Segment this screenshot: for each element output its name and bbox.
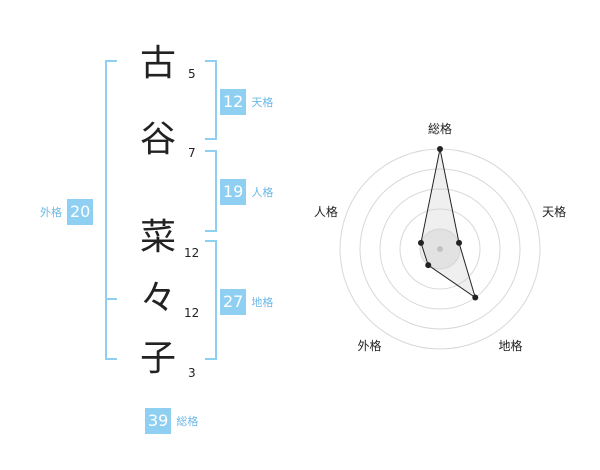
chikaku-value: 27: [220, 289, 247, 315]
gaikaku-label: 外格: [40, 206, 62, 219]
name-char-5: 子: [139, 338, 176, 379]
stroke-count-5: 3: [188, 366, 196, 380]
name-char-3: 菜: [139, 217, 176, 258]
gaikaku-bracket: [105, 60, 117, 360]
radar-ring: [359, 168, 521, 330]
tenkaku-label: 天格: [251, 96, 274, 109]
chikaku-bracket: [205, 240, 217, 360]
soukaku-label: 総格: [176, 415, 199, 428]
stroke-count-1: 5: [188, 67, 196, 81]
gaikaku-value: 20: [67, 199, 94, 225]
radar-ring: [379, 188, 501, 310]
chikaku-badge: 27 地格: [220, 289, 273, 315]
radar-point-1: [437, 146, 443, 152]
radar-point-4: [425, 262, 432, 269]
soukaku-badge: 39 総格: [145, 408, 198, 434]
stroke-count-3: 12: [184, 246, 200, 260]
radar-point-5: [417, 239, 424, 246]
jinkaku-value: 19: [220, 179, 247, 205]
radar-point-3: [472, 294, 479, 301]
name-char-1: 古: [139, 43, 176, 84]
tenkaku-badge: 12 天格: [220, 89, 273, 115]
radar-center-dot: [437, 246, 443, 252]
jinkaku-badge: 19 人格: [220, 179, 273, 205]
jinkaku-label: 人格: [251, 186, 274, 199]
soukaku-value: 39: [145, 408, 172, 434]
radar-axis-label-3: 地格: [499, 338, 523, 353]
stroke-count-2: 7: [188, 146, 196, 160]
radar-ring: [399, 208, 481, 290]
radar-value-polygon: [420, 148, 477, 299]
jinkaku-bracket: [205, 150, 217, 232]
radar-axis-label-4: 外格: [357, 338, 381, 353]
tenkaku-value: 12: [220, 89, 247, 115]
gaikaku-bracket-divider: [105, 298, 117, 300]
radar-axis-label-2: 天格: [542, 204, 566, 219]
name-char-2: 谷: [139, 119, 176, 160]
gaikaku-badge: 外格 20: [40, 199, 94, 225]
chikaku-label: 地格: [251, 296, 274, 309]
stroke-count-4: 12: [184, 306, 200, 320]
radar-axis-label-5: 人格: [314, 204, 338, 219]
radar-axis-label-1: 総格: [428, 121, 452, 136]
tenkaku-bracket: [205, 60, 217, 140]
radar-point-2: [456, 239, 463, 246]
name-char-4: 々: [139, 278, 176, 319]
